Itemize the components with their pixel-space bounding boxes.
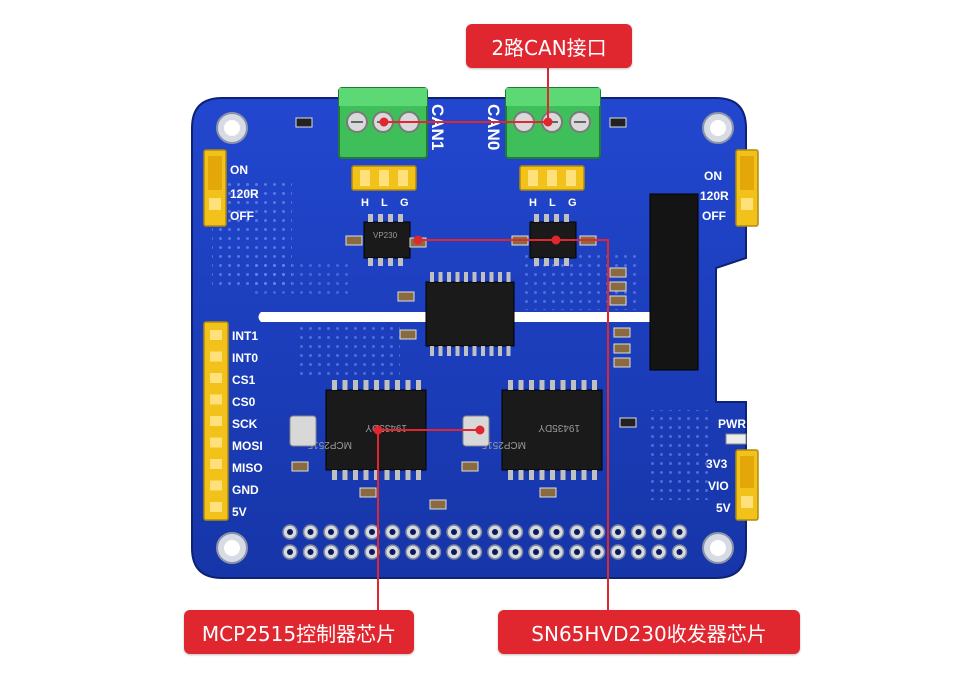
controller-marking-part: MCP2515 [307,439,352,450]
voltage-label-vio: VIO [708,479,729,493]
header-label-cs0: CS0 [232,395,256,409]
can0-pin-header [519,165,585,191]
voltage-label-5v: 5V [716,501,731,515]
pin-label-h: H [361,197,369,209]
pin-label-l: L [549,197,556,209]
callout-leader-lines [373,68,609,610]
header-label-5v: 5V [232,505,247,519]
callout-transceiver-chip: SN65HVD230收发器芯片 [498,610,800,654]
via-field [250,260,350,300]
jumper-label-off: OFF [702,209,726,223]
voltage-jumper [735,449,759,521]
controller-marking-part: MCP2515 [481,439,526,450]
header-label-miso: MISO [232,461,263,475]
header-label-int0: INT0 [232,351,258,365]
jumper-label-120r: 120R [230,187,259,201]
controller-marking-lot: 19435DY [538,422,580,433]
header-label-int1: INT1 [232,329,258,343]
mounting-hole [216,532,248,564]
mounting-hole [702,112,734,144]
via-field [300,320,400,380]
pin-label-g: G [568,197,577,209]
power-led [725,433,747,445]
via-field [650,410,710,500]
transceiver-marking: VP230 [373,231,398,240]
right-termination-jumper [735,149,759,227]
transceiver-chip-left: VP230 [363,214,411,266]
header-label-gnd: GND [232,483,259,497]
can0-label: CAN0 [484,104,503,150]
can1-pin-header [351,165,417,191]
crystal-oscillator [289,415,317,447]
black-module [649,193,699,371]
pin-label-l: L [381,197,388,209]
left-termination-jumper [203,149,227,227]
center-ic [425,272,515,356]
mounting-hole [702,532,734,564]
can1-label: CAN1 [428,104,447,150]
header-label-sck: SCK [232,417,258,431]
pin-label-g: G [400,197,409,209]
jumper-label-on: ON [230,163,248,177]
header-label-mosi: MOSI [232,439,263,453]
pin-label-h: H [529,197,537,209]
jumper-label-on: ON [704,169,722,183]
pwr-label: PWR [718,417,746,431]
header-label-cs1: CS1 [232,373,256,387]
controller-marking-lot: 19435DY [365,422,407,433]
voltage-label-3v3: 3V3 [706,457,728,471]
callout-controller-chip: MCP2515控制器芯片 [184,610,414,654]
callout-can-interfaces: 2路CAN接口 [466,24,632,68]
jumper-label-off: OFF [230,209,254,223]
mcp2515-chip-right: 19435DY MCP2515 [481,380,603,480]
mounting-hole [216,112,248,144]
jumper-label-120r: 120R [700,189,729,203]
